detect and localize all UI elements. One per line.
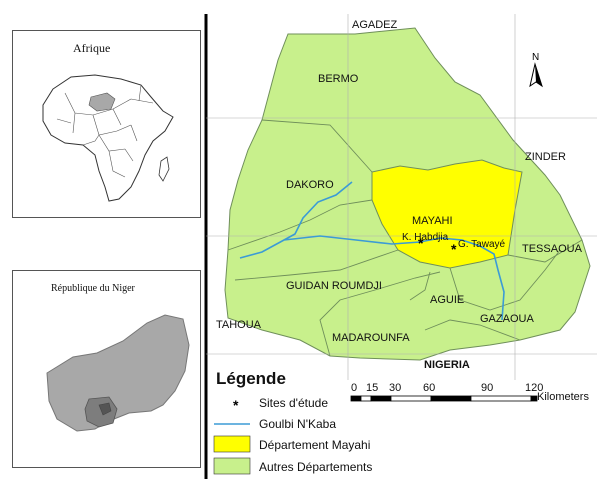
label-agadez: AGADEZ xyxy=(352,19,398,31)
scale-tick-60: 60 xyxy=(423,382,436,394)
scale-unit: Kilometers xyxy=(537,391,589,403)
niger-outline xyxy=(46,314,190,432)
niger-inset: République du Niger xyxy=(12,270,201,468)
river-goulbi-nkaba xyxy=(239,181,505,321)
study-site-marker-2: * xyxy=(451,241,457,257)
label-gazaoua: GAZAOUA xyxy=(480,313,534,325)
mayahi-highlight xyxy=(98,402,112,416)
scale-tick-120: 120 xyxy=(525,382,544,394)
site-label-g-tawaye: G. Tawayé xyxy=(458,239,505,250)
label-aguie: AGUIE xyxy=(430,294,464,306)
madagascar xyxy=(158,156,170,182)
label-madarounfa: MADAROUNFA xyxy=(332,332,410,344)
north-arrow-label: N xyxy=(532,52,539,63)
site-label-k-habdjia: K. Habdjia xyxy=(402,232,449,243)
scale-tick-15: 15 xyxy=(366,382,379,394)
africa-inset: Afrique xyxy=(12,30,201,218)
study-site-marker-1: * xyxy=(418,235,424,251)
niger-inset-title: République du Niger xyxy=(51,283,135,294)
legend-item-river: Goulbi N'Kaba xyxy=(259,417,337,431)
africa-continent xyxy=(42,74,174,202)
legend-item-others: Autres Départements xyxy=(259,460,373,474)
label-dakoro: DAKORO xyxy=(286,179,334,191)
label-nigeria: NIGERIA xyxy=(424,359,470,371)
legend-item-sites: Sites d'étude xyxy=(259,396,329,410)
label-mayahi: MAYAHI xyxy=(412,215,453,227)
legend-swatch-others xyxy=(213,457,251,475)
label-zinder: ZINDER xyxy=(525,151,566,163)
scale-tick-0: 0 xyxy=(351,382,358,394)
department-mayahi xyxy=(371,159,523,269)
label-bermo: BERMO xyxy=(318,73,359,85)
scale-bar xyxy=(350,395,538,402)
legend-swatch-mayahi xyxy=(213,435,251,453)
map-grid xyxy=(206,14,597,380)
label-guidan-roumdji: GUIDAN ROUMDJI xyxy=(286,280,382,292)
department-borders xyxy=(227,119,583,357)
legend-site-star: * xyxy=(233,397,239,413)
label-tessaoua: TESSAOUA xyxy=(522,243,583,255)
africa-borders xyxy=(56,84,154,178)
scale-tick-30: 30 xyxy=(389,382,402,394)
legend-item-mayahi: Département Mayahi xyxy=(259,438,371,452)
niger-country xyxy=(46,314,190,432)
label-tahoua: TAHOUA xyxy=(216,319,262,331)
africa-inset-title: Afrique xyxy=(73,41,111,55)
niger-highlight xyxy=(88,92,116,112)
scale-tick-90: 90 xyxy=(481,382,494,394)
africa-outline xyxy=(42,74,174,202)
legend-title: Légende xyxy=(216,369,286,388)
